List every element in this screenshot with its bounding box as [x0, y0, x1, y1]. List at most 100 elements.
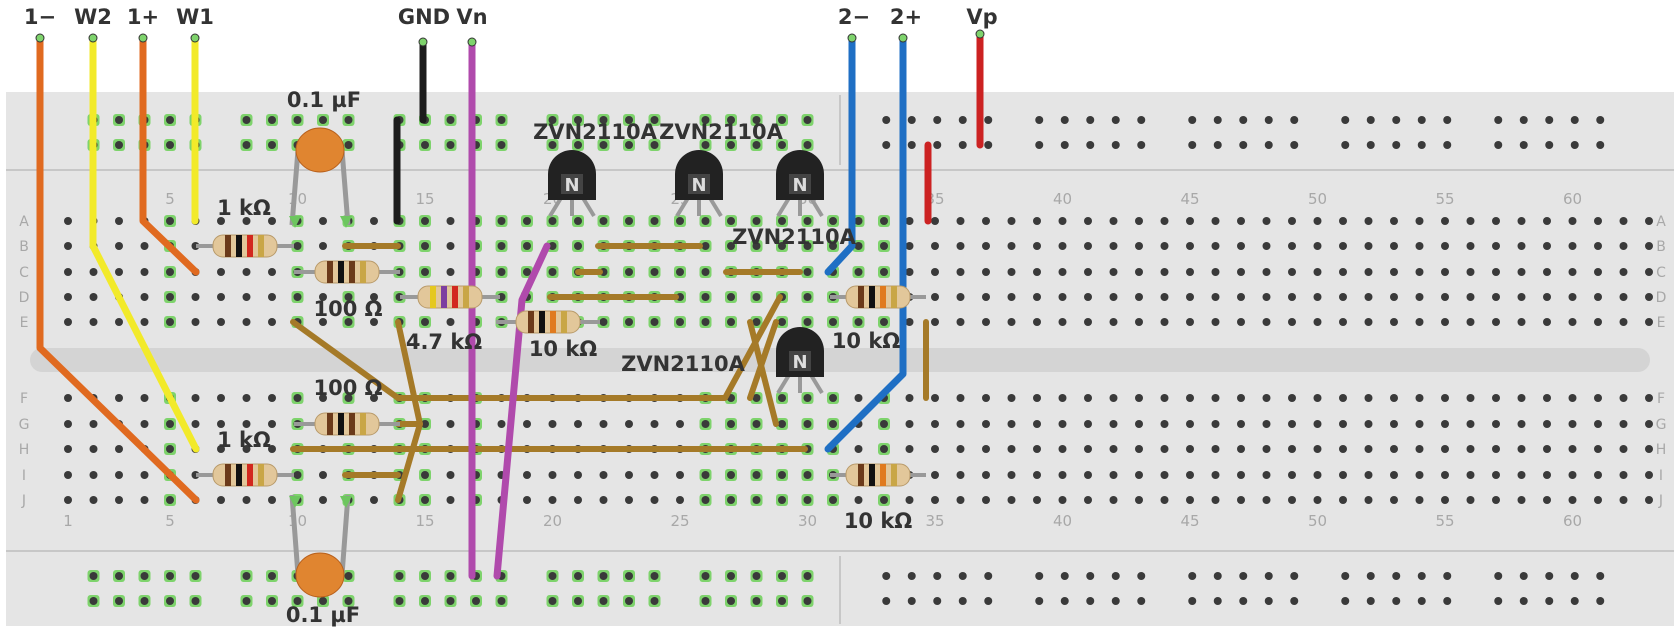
hole — [1033, 496, 1041, 504]
hole — [166, 293, 174, 301]
hole — [1237, 217, 1245, 225]
hole — [778, 242, 786, 250]
hole — [1364, 293, 1373, 301]
hole — [166, 268, 174, 276]
hole — [956, 217, 965, 225]
hole — [1543, 217, 1551, 225]
rail-hole — [1366, 116, 1375, 124]
hole — [1313, 445, 1322, 453]
hole — [64, 268, 72, 276]
hole — [982, 420, 990, 428]
rail-hole — [115, 597, 123, 605]
rail-hole — [958, 141, 967, 149]
rail-hole — [497, 116, 506, 124]
wire-label: W1 — [176, 5, 214, 29]
hole — [115, 268, 123, 276]
hole — [370, 318, 378, 326]
hole — [64, 217, 72, 225]
rail-hole — [191, 597, 200, 605]
hole — [854, 268, 863, 276]
hole — [1441, 471, 1449, 479]
capacitor-lead — [289, 494, 351, 576]
hole — [1466, 496, 1475, 504]
rail-hole — [907, 116, 916, 124]
hole — [829, 217, 837, 225]
hole — [293, 394, 302, 402]
hole — [64, 318, 72, 326]
rail-hole — [115, 572, 123, 580]
hole — [217, 496, 225, 504]
hole — [140, 268, 149, 276]
wire-end — [418, 37, 428, 47]
hole — [64, 496, 72, 504]
hole — [344, 293, 353, 301]
rail-hole — [1086, 141, 1095, 149]
hole — [676, 268, 684, 276]
hole — [1237, 471, 1245, 479]
hole — [1492, 293, 1500, 301]
hole — [1390, 471, 1398, 479]
hole — [1288, 445, 1296, 453]
rail-hole — [548, 597, 557, 605]
hole — [1441, 394, 1449, 402]
resistor-band — [349, 261, 355, 283]
rail-hole — [1392, 141, 1401, 149]
wire-end — [467, 37, 477, 47]
transistor-marking: N — [792, 175, 807, 196]
rail-hole — [1137, 141, 1146, 149]
column-number-top: 55 — [1435, 190, 1454, 208]
hole — [1441, 268, 1449, 276]
wire-end — [190, 33, 200, 43]
hole — [880, 496, 888, 504]
hole — [1543, 496, 1551, 504]
hole — [268, 496, 276, 504]
hole — [89, 293, 98, 301]
hole — [319, 242, 327, 250]
hole — [701, 293, 710, 301]
hole — [1364, 496, 1373, 504]
rail-hole — [1570, 572, 1579, 580]
rail-hole — [599, 572, 608, 580]
breadboard — [6, 92, 1674, 626]
hole — [1466, 318, 1475, 326]
hole — [931, 394, 939, 402]
transistor-q3: N — [776, 150, 824, 218]
resistor-band — [891, 286, 897, 308]
capacitor-pin-marker — [340, 216, 352, 228]
hole — [1084, 318, 1092, 326]
rail-hole — [1086, 116, 1095, 124]
rail-hole — [1392, 116, 1401, 124]
rail-hole — [1060, 572, 1069, 580]
hole — [64, 471, 72, 479]
rail-hole — [958, 572, 967, 580]
resistor-band — [869, 464, 875, 486]
hole — [1619, 268, 1628, 276]
hole — [880, 217, 888, 225]
rail-hole — [1545, 116, 1554, 124]
rail-hole — [242, 597, 251, 605]
hole — [548, 496, 557, 504]
hole — [1517, 420, 1526, 428]
rail-hole — [625, 141, 633, 149]
hole — [217, 293, 225, 301]
rail-hole — [89, 572, 98, 580]
rail-hole — [1443, 141, 1452, 149]
hole — [1135, 394, 1143, 402]
rail-hole — [727, 597, 735, 605]
rail-hole — [574, 597, 582, 605]
hole — [1568, 268, 1577, 276]
hole — [497, 420, 506, 428]
hole — [829, 242, 837, 250]
row-label-right: B — [1656, 239, 1666, 255]
hole — [676, 496, 684, 504]
hole — [1415, 496, 1424, 504]
hole — [625, 496, 633, 504]
rail-hole — [1545, 597, 1554, 605]
rail-hole — [1290, 572, 1299, 580]
transistor-marking-plate — [789, 351, 811, 371]
hole — [1262, 318, 1271, 326]
rail-hole — [1264, 116, 1273, 124]
rail-hole — [1596, 597, 1605, 605]
column-number-bottom: 30 — [798, 512, 817, 530]
